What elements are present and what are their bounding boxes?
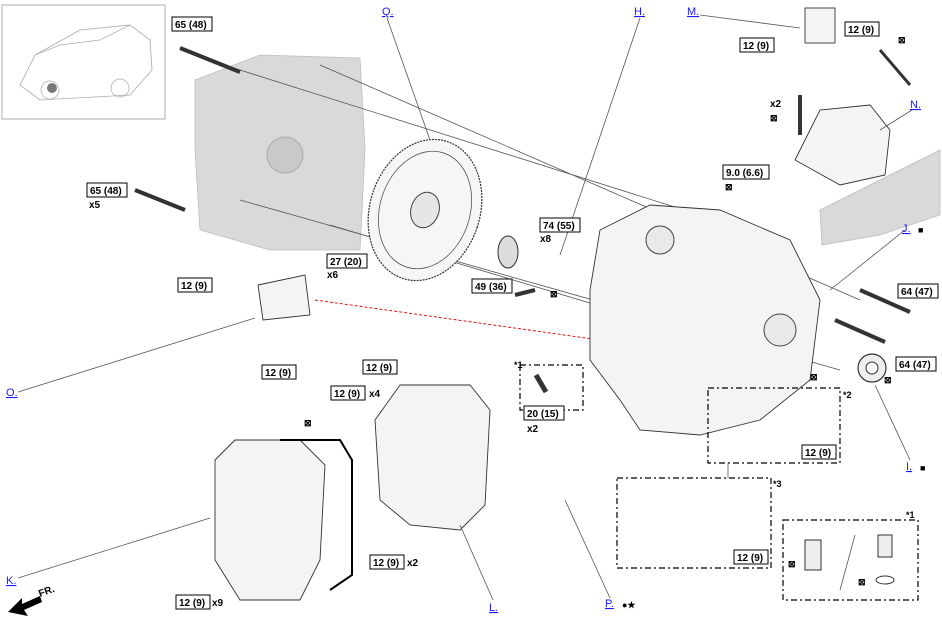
callout-m[interactable]: M.: [687, 6, 699, 18]
callout-h[interactable]: H.: [634, 6, 645, 18]
torque-12-k: 12 (9): [179, 598, 205, 609]
callout-p[interactable]: P.: [605, 598, 614, 610]
torque-12-detail2: 12 (9): [805, 448, 831, 459]
torque-20: 20 (15): [527, 409, 559, 420]
torque-12-detail3: 12 (9): [737, 553, 763, 564]
detail-box-2: [707, 387, 841, 464]
body-panel-ghost: [819, 149, 941, 246]
callout-n[interactable]: N.: [910, 99, 921, 111]
spacer-ring: [497, 235, 519, 269]
note-star1-box: *1: [906, 510, 915, 520]
torque-74: 74 (55): [543, 221, 575, 232]
bolts: [134, 46, 912, 394]
detail1-bolts: [804, 534, 895, 585]
torque-64-top: 64 (47): [901, 287, 933, 298]
replace-icon: ⊠: [725, 182, 733, 192]
replace-icon: ⊠: [858, 577, 866, 587]
note-star2: *2: [843, 390, 852, 400]
replace-icon: ⊠: [770, 113, 778, 123]
torque-12-m2: 12 (9): [848, 25, 874, 36]
replace-icon: ⊠: [898, 35, 906, 45]
torque-12-m1: 12 (9): [743, 41, 769, 52]
qty-x4: x4: [369, 389, 381, 400]
front-label: FR.: [37, 584, 56, 600]
replace-icon: ⊠: [788, 559, 796, 569]
drive-plate: [367, 138, 483, 282]
filled-square-icon: ■: [918, 225, 923, 235]
front-arrow: FR.: [8, 584, 56, 616]
torque-64-bottom: 64 (47): [899, 360, 931, 371]
torque-9: 9.0 (6.6): [726, 168, 763, 179]
transaxle-housing: [589, 204, 821, 436]
torque-12-l1: 12 (9): [366, 363, 392, 374]
torque-12-o2: 12 (9): [265, 368, 291, 379]
torque-65-side: 65 (48): [90, 186, 122, 197]
callout-leaders: [17, 14, 913, 601]
qty-x6: x6: [327, 270, 339, 281]
torque-27: 27 (20): [330, 257, 362, 268]
detail-box-1-inset: [519, 364, 584, 411]
replace-markers: ⊠ ⊠ ⊠ ⊠ ⊠ ⊠ ⊠ ⊠ ⊠: [304, 35, 906, 587]
torque-49: 49 (36): [475, 282, 507, 293]
gear-unit: [374, 384, 491, 531]
callout-q[interactable]: Q.: [382, 6, 394, 18]
engine-block-ghost: [194, 54, 366, 251]
torque-labels: 65 (48) 65 (48) 74 (55) 49 (36) 27 (20) …: [86, 16, 939, 610]
replace-icon: ⊠: [810, 372, 818, 382]
qty-x2-20: x2: [527, 424, 539, 435]
torque-12-l3: 12 (9): [373, 558, 399, 569]
callout-j[interactable]: J.: [902, 223, 911, 235]
engine-mount: [794, 7, 891, 186]
note-star1-inset: *1: [514, 360, 523, 370]
filled-square-icon: ■: [920, 463, 925, 473]
qty-x8: x8: [540, 234, 552, 245]
bracket: [257, 274, 311, 321]
replace-icon: ⊠: [884, 375, 892, 385]
note-star3: *3: [773, 479, 782, 489]
replace-icon: ⊠: [550, 289, 558, 299]
detail-box-1: [782, 519, 919, 601]
torque-65-top: 65 (48): [175, 20, 207, 31]
qty-x5: x5: [89, 200, 101, 211]
callout-o[interactable]: O.: [6, 387, 18, 399]
qty-x9: x9: [212, 598, 224, 609]
dot-star-icon: ●★: [622, 600, 636, 610]
torque-12-o1: 12 (9): [181, 281, 207, 292]
qty-x2-l3: x2: [407, 558, 419, 569]
replace-icon: ⊠: [304, 418, 312, 428]
case-cover: [214, 439, 353, 601]
callout-k[interactable]: K.: [6, 575, 16, 587]
oil-seal-inner: [865, 361, 879, 375]
qty-x2-mount: x2: [770, 99, 782, 110]
callout-i[interactable]: I.: [906, 461, 912, 473]
torque-12-l2: 12 (9): [334, 389, 360, 400]
detail-box-3: [616, 477, 772, 569]
callout-l[interactable]: L.: [489, 602, 498, 614]
vehicle-thumbnail: [1, 4, 166, 120]
